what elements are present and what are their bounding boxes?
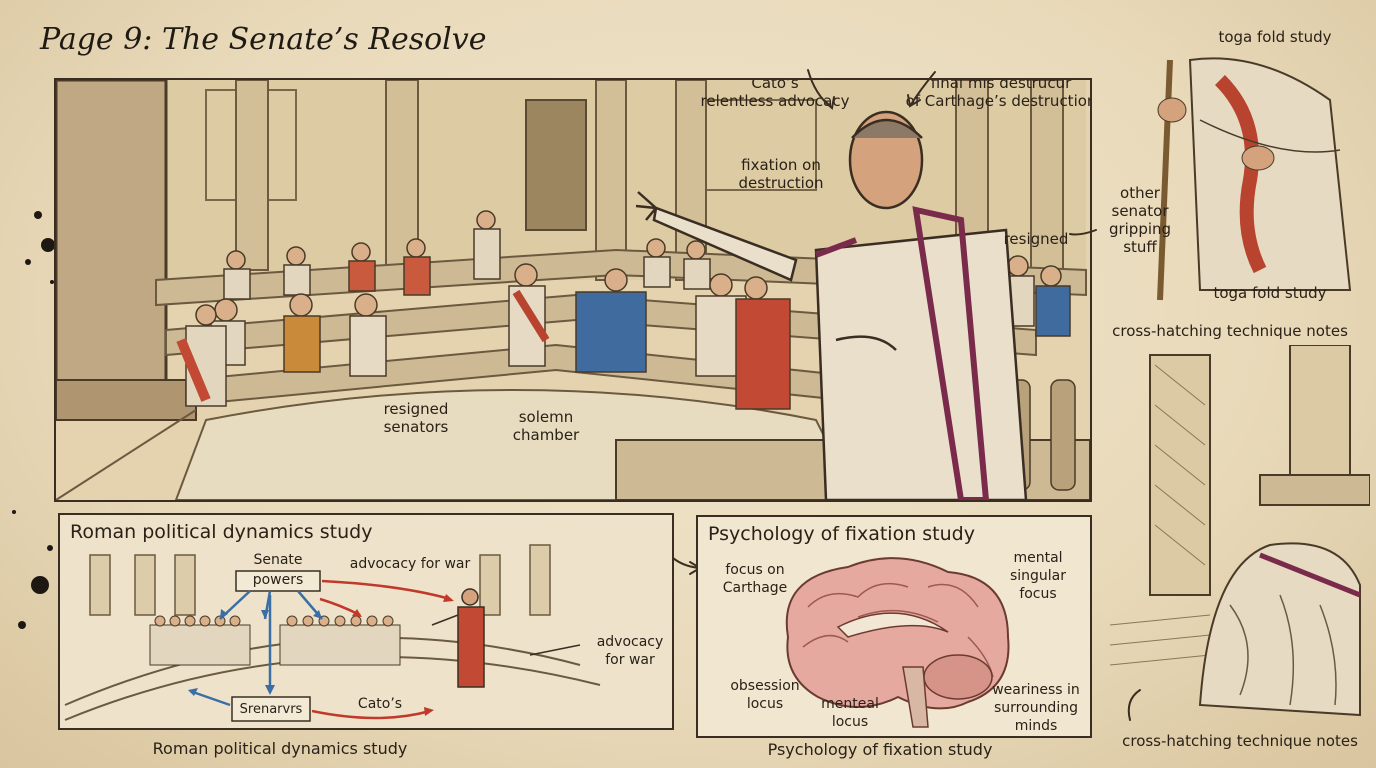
label-advocacy-right: advocacy for war [596,634,664,668]
note-fixation: fixation on destruction [738,156,824,192]
box-senate-label-line2: powers [252,572,304,588]
politics-diagram [64,544,601,722]
senate-chamber-panel: Cato’s relentless advocacy final mis des… [54,78,1092,502]
politics-study-panel: Roman political dynamics study Senate po… [58,513,674,730]
page-title: Page 9: The Senate’s Resolve [40,22,487,57]
note-crosshatch-top: cross-hatching technique notes [1112,322,1348,340]
label-mental-focus: mental singular focus [1009,550,1067,602]
note-crosshatch-bottom: cross-hatching technique notes [1122,732,1358,750]
note-resigned: resigned [1003,230,1069,248]
crosshatch-column-sketch [1110,345,1370,717]
politics-caption: Roman political dynamics study [152,739,408,758]
psychology-study-panel: Psychology of fixation study focus on Ca… [696,515,1092,738]
ink-splatters [12,211,55,629]
note-other-senator: other senator gripping stuff [1108,184,1172,256]
label-advocacy-top: advocacy for war [349,556,471,572]
brain-sketch [785,557,1010,728]
note-solemn-chamber: solemn chamber [512,408,580,444]
note-cato-advocacy: Cato’s relentless advocacy [700,78,850,110]
label-focus-carthage: focus on Carthage [722,562,788,596]
note-final-destruction: final mis destrucur of Carthage’s destru… [905,78,1092,110]
box-senate-label-line1: Senate [253,552,303,568]
psychology-caption: Psychology of fixation study [767,740,993,759]
senate-chamber-illustration [56,80,1090,500]
toga-fold-sketch [1157,57,1352,301]
note-toga-fold-top: toga fold study [1218,28,1332,46]
politics-panel-title: Roman political dynamics study [70,521,373,543]
note-toga-fold-bottom: toga fold study [1213,284,1327,302]
label-obsession-locus: obsession locus [730,678,800,712]
box-bottom-label: Srenarvrs [239,702,303,717]
label-menteal-locus: menteal locus [821,696,879,730]
psychology-panel-title: Psychology of fixation study [708,523,975,545]
label-catos: Cato’s [357,696,403,712]
label-weariness: weariness in surrounding minds [992,682,1080,734]
note-resigned-senators: resigned senators [383,400,449,436]
